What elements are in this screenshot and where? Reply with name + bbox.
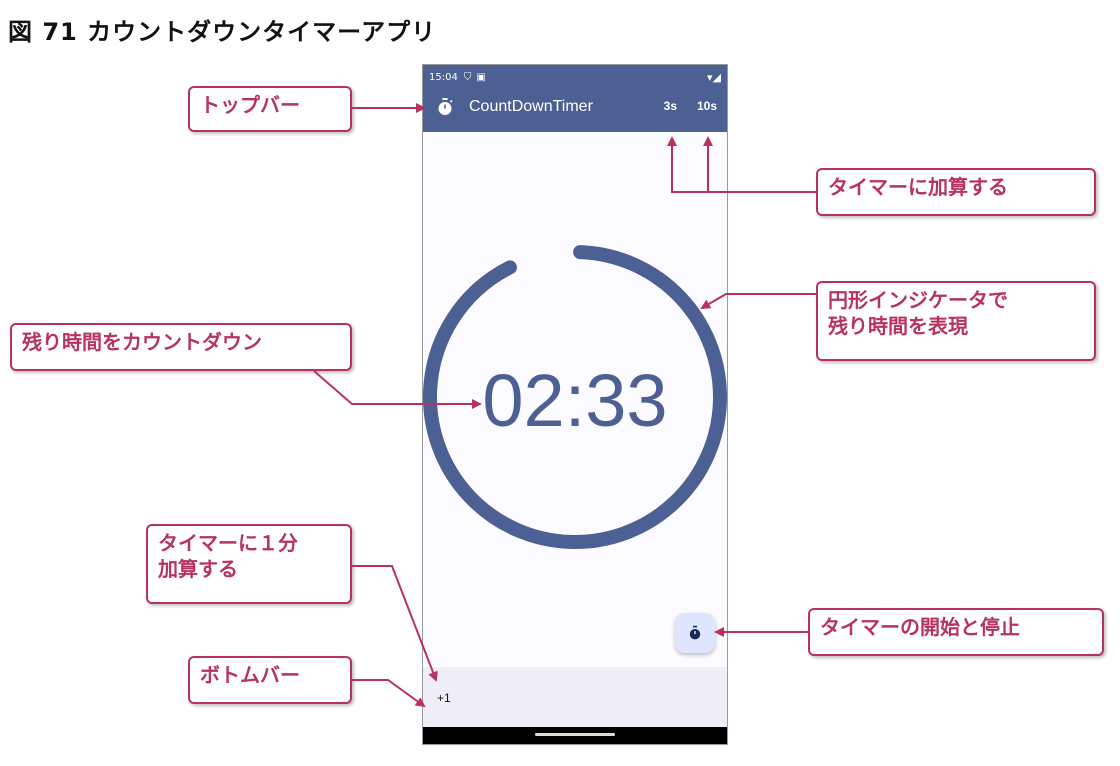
figure-title: 図 71 カウントダウンタイマーアプリ [8,18,437,46]
callout-text: 円形インジケータで [828,288,1008,312]
callout-text: タイマーに１分 [158,531,298,555]
leader-bottom-bar [352,679,426,708]
callout-text: 残り時間をカウントダウン [22,330,262,354]
callout-text: 残り時間を表現 [828,314,968,338]
callout-countdown: 残り時間をカウントダウン [10,323,352,371]
system-nav-bar [423,727,727,744]
add-10s-button[interactable]: 10s [696,99,717,113]
callout-text: 加算する [158,557,238,581]
stopwatch-icon [689,625,701,640]
callout-text: タイマーの開始と停止 [820,615,1020,639]
stopwatch-icon [438,98,453,115]
callout-text: ボトムバー [200,663,300,687]
callout-add-one-minute: タイマーに１分 加算する [146,524,352,604]
app-bar: CountDownTimer 3s 10s [423,87,727,127]
bottom-bar: +1 [423,667,727,727]
callout-circular-indicator: 円形インジケータで 残り時間を表現 [816,281,1096,361]
callout-text: トップバー [200,93,300,117]
wifi-signal-icon: ▾◢ [707,70,721,84]
app-title: CountDownTimer [469,98,593,115]
status-bar: 15:04 ⛉ ▣ ▾◢ [429,69,721,85]
phone-screen: 15:04 ⛉ ▣ ▾◢ CountDownTimer 3s 10s 02:33 [422,64,728,745]
gesture-handle[interactable] [535,733,615,736]
add-3s-button[interactable]: 3s [663,99,677,113]
callout-text: タイマーに加算する [828,175,1008,199]
callout-start-stop: タイマーの開始と停止 [808,608,1104,656]
countdown-display: 02:33 [482,359,668,442]
notification-icon: ▣ [476,71,486,83]
top-app-bar: 15:04 ⛉ ▣ ▾◢ CountDownTimer 3s 10s [423,65,727,132]
callout-add-to-timer: タイマーに加算する [816,168,1096,216]
add-1-minute-button[interactable]: +1 [437,691,451,705]
callout-bottom-bar: ボトムバー [188,656,352,704]
shield-icon: ⛉ [463,71,472,83]
start-stop-button[interactable] [675,613,715,653]
status-time: 15:04 [429,71,458,83]
callout-top-bar: トップバー [188,86,352,132]
